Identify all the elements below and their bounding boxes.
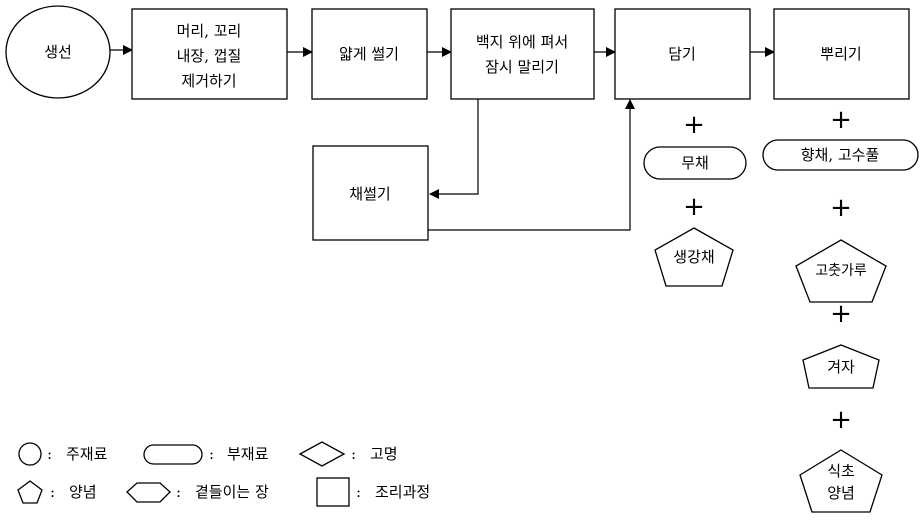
legend-garnish-label: 고명 <box>370 445 398 463</box>
ginger-label: 생강채 <box>673 248 714 266</box>
arrow-dry-to-julienne <box>429 99 479 199</box>
step4-label: 담기 <box>668 45 696 63</box>
step3-line1: 백지 위에 펴서 <box>476 33 568 51</box>
vinegar-line1: 식초 <box>827 462 855 480</box>
legend: : 주재료 : 부재료 : 고명 : 양념 : 곁들이는 장 : 조리과정 <box>17 441 430 507</box>
legend-separator: : <box>351 445 356 463</box>
plus-sign: + <box>830 405 852 435</box>
step-julienne-box: 채썰기 <box>312 145 429 241</box>
legend-side-sauce: : 곁들이는 장 <box>126 482 269 503</box>
main-ingredient-label: 생선 <box>44 43 72 61</box>
step-remove-head-tail-box: 머리, 꼬리 내장, 껍질 제거하기 <box>131 8 288 100</box>
legend-separator: : <box>47 445 52 463</box>
plus-sign: + <box>830 299 852 329</box>
legend-separator: : <box>176 483 181 501</box>
seasoning-vinegar: 식초 양념 <box>799 449 883 513</box>
step-thin-slice-box: 얇게 썰기 <box>311 8 428 100</box>
legend-separator: : <box>209 445 214 463</box>
legend-process: : 조리과정 <box>316 477 430 507</box>
vinegar-line2: 양념 <box>827 484 855 502</box>
herbs-label: 향채, 고수풀 <box>801 146 880 164</box>
step5-label: 뿌리기 <box>820 45 861 63</box>
step1-line2: 내장, 껍질 <box>177 47 242 65</box>
seasoning-ginger: 생강채 <box>654 227 734 287</box>
side-ingredient-radish: 무채 <box>643 146 747 180</box>
step-plate-box: 담기 <box>614 8 751 100</box>
julienne-label: 채썰기 <box>349 185 390 203</box>
step1-line3: 제거하기 <box>181 72 236 90</box>
plus-sign: + <box>683 110 705 140</box>
legend-main-label: 주재료 <box>66 445 108 463</box>
legend-seasoning-label: 양념 <box>69 483 97 501</box>
seasoning-mustard: 겨자 <box>802 344 880 389</box>
legend-process-label: 조리과정 <box>375 483 430 501</box>
step2-label: 얇게 썰기 <box>339 45 399 63</box>
side-ingredient-herbs: 향채, 고수풀 <box>762 139 919 171</box>
radish-label: 무채 <box>681 154 709 172</box>
step3-line2: 잠시 말리기 <box>485 58 559 76</box>
legend-seasoning: : 양념 <box>17 480 97 504</box>
chili-powder-label: 고춧가루 <box>815 263 867 279</box>
legend-main-ingredient: : 주재료 <box>18 442 108 466</box>
step-dry-on-paper-box: 백지 위에 펴서 잠시 말리기 <box>450 8 595 100</box>
legend-separator: : <box>356 483 361 501</box>
step-sprinkle-box: 뿌리기 <box>773 8 910 100</box>
legend-garnish: : 고명 <box>298 441 398 467</box>
seasoning-chili-powder: 고춧가루 <box>795 239 887 303</box>
mustard-label: 겨자 <box>827 358 855 376</box>
legend-sub-ingredient: : 부재료 <box>143 444 269 465</box>
legend-sub-label: 부재료 <box>227 445 269 463</box>
plus-sign: + <box>830 105 852 135</box>
plus-sign: + <box>830 193 852 223</box>
step1-line1: 머리, 꼬리 <box>177 22 242 40</box>
arrow-julienne-to-plate <box>428 99 635 231</box>
main-ingredient-node: 생선 <box>5 5 111 99</box>
legend-separator: : <box>50 483 55 501</box>
plus-sign: + <box>683 192 705 222</box>
legend-side-sauce-label: 곁들이는 장 <box>195 483 269 501</box>
